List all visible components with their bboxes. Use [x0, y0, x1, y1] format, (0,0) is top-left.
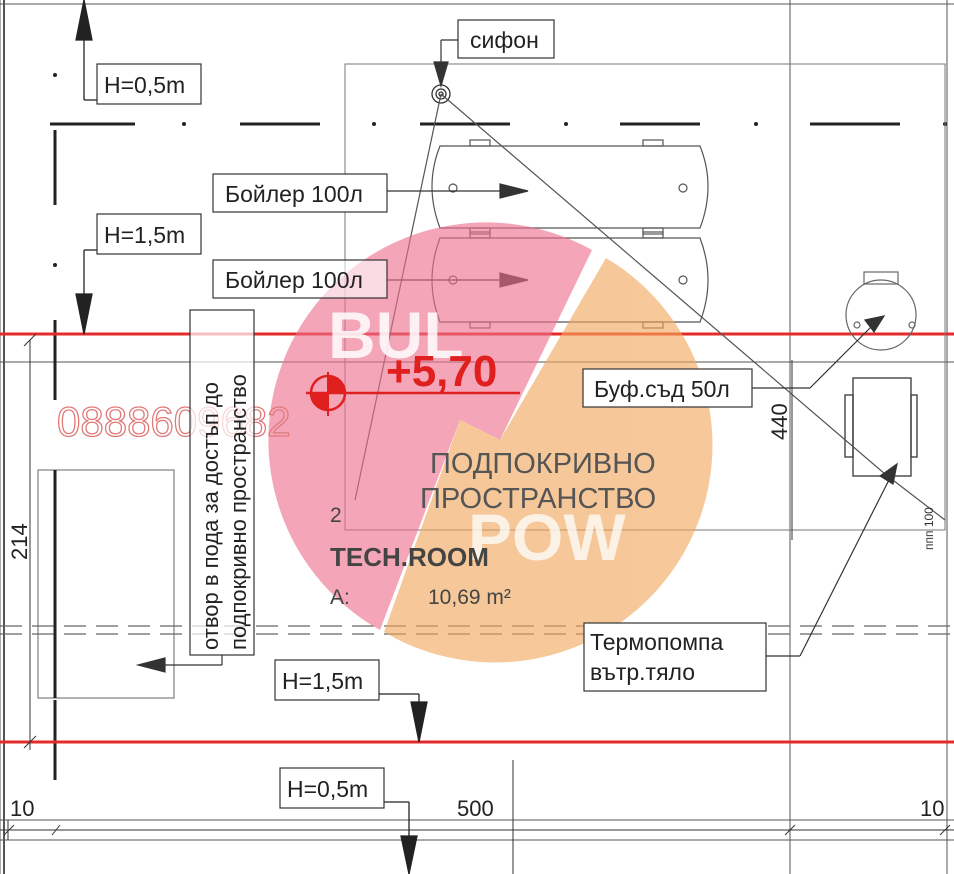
label-h-bottom-mid-text: H=1,5m: [282, 668, 363, 694]
label-boiler-1-text: Бойлер 100л: [225, 181, 363, 207]
watermark-pink-shape: [268, 222, 592, 631]
dimension-right: 440: [767, 403, 792, 440]
buffer-vessel-icon: [845, 271, 917, 351]
area-label: А:: [330, 586, 350, 609]
label-floor-opening-line2: подпокривно пространство: [226, 374, 251, 650]
watermark-brand-bottom: POW: [468, 500, 626, 574]
label-heat-pump-line1: Термопомпа: [590, 629, 723, 655]
label-h-top-left: H=0,5m: [96, 63, 202, 105]
label-siphon: сифон: [457, 19, 555, 59]
watermark-orange-shape: [384, 258, 713, 663]
level-value: +5,70: [386, 347, 497, 396]
boiler-tank-1: [431, 139, 709, 235]
ppp-label: ппп 100: [922, 507, 936, 550]
dimension-bottom-left: 10: [10, 796, 34, 821]
dimension-lines: [0, 333, 954, 874]
axis-dots: [53, 73, 947, 267]
label-boiler-1: Бойлер 100л: [212, 173, 388, 213]
room-label-line2: ПРОСТРАНСТВО: [420, 483, 656, 515]
label-buffer: Буф.съд 50л: [582, 368, 753, 408]
label-boiler-2: Бойлер 100л: [212, 259, 388, 299]
label-h-bottom: H=0,5m: [279, 767, 385, 809]
height-arrows: [75, 0, 428, 874]
room-label-line1: ПОДПОКРИВНО: [430, 448, 656, 480]
label-buffer-text: Буф.съд 50л: [594, 376, 730, 402]
room-number: 2: [330, 504, 342, 527]
heat-pump-unit-icon: [844, 377, 918, 477]
label-h-mid-left-text: H=1,5m: [104, 222, 185, 248]
label-floor-opening: отвор в пода за достъп до подпокривно пр…: [189, 309, 255, 656]
label-floor-opening-line1: отвор в пода за достъп до: [198, 382, 223, 650]
label-siphon-text: сифон: [470, 27, 539, 53]
label-h-top-left-text: H=0,5m: [104, 72, 185, 98]
dimension-bottom-mid: 500: [457, 796, 494, 821]
label-h-mid-left: H=1,5m: [96, 213, 202, 255]
watermark-phone: 0888609682: [57, 398, 291, 445]
label-boiler-2-text: Бойлер 100л: [225, 267, 363, 293]
dimension-left: 214: [7, 523, 32, 560]
room-name: TECH.ROOM: [330, 542, 489, 572]
label-h-bottom-mid: H=1,5m: [274, 659, 380, 701]
level-marker-icon: [306, 372, 520, 416]
label-heat-pump: Термопомпа вътр.тяло: [583, 622, 767, 692]
area-value: 10,69 m²: [428, 586, 511, 609]
label-heat-pump-line2: вътр.тяло: [590, 659, 695, 685]
dimension-bottom-right: 10: [920, 796, 944, 821]
watermark-logo: [268, 222, 713, 663]
label-h-bottom-text: H=0,5m: [287, 776, 368, 802]
floor-opening: [37, 469, 175, 699]
watermark-brand-top: BUL: [328, 298, 464, 372]
